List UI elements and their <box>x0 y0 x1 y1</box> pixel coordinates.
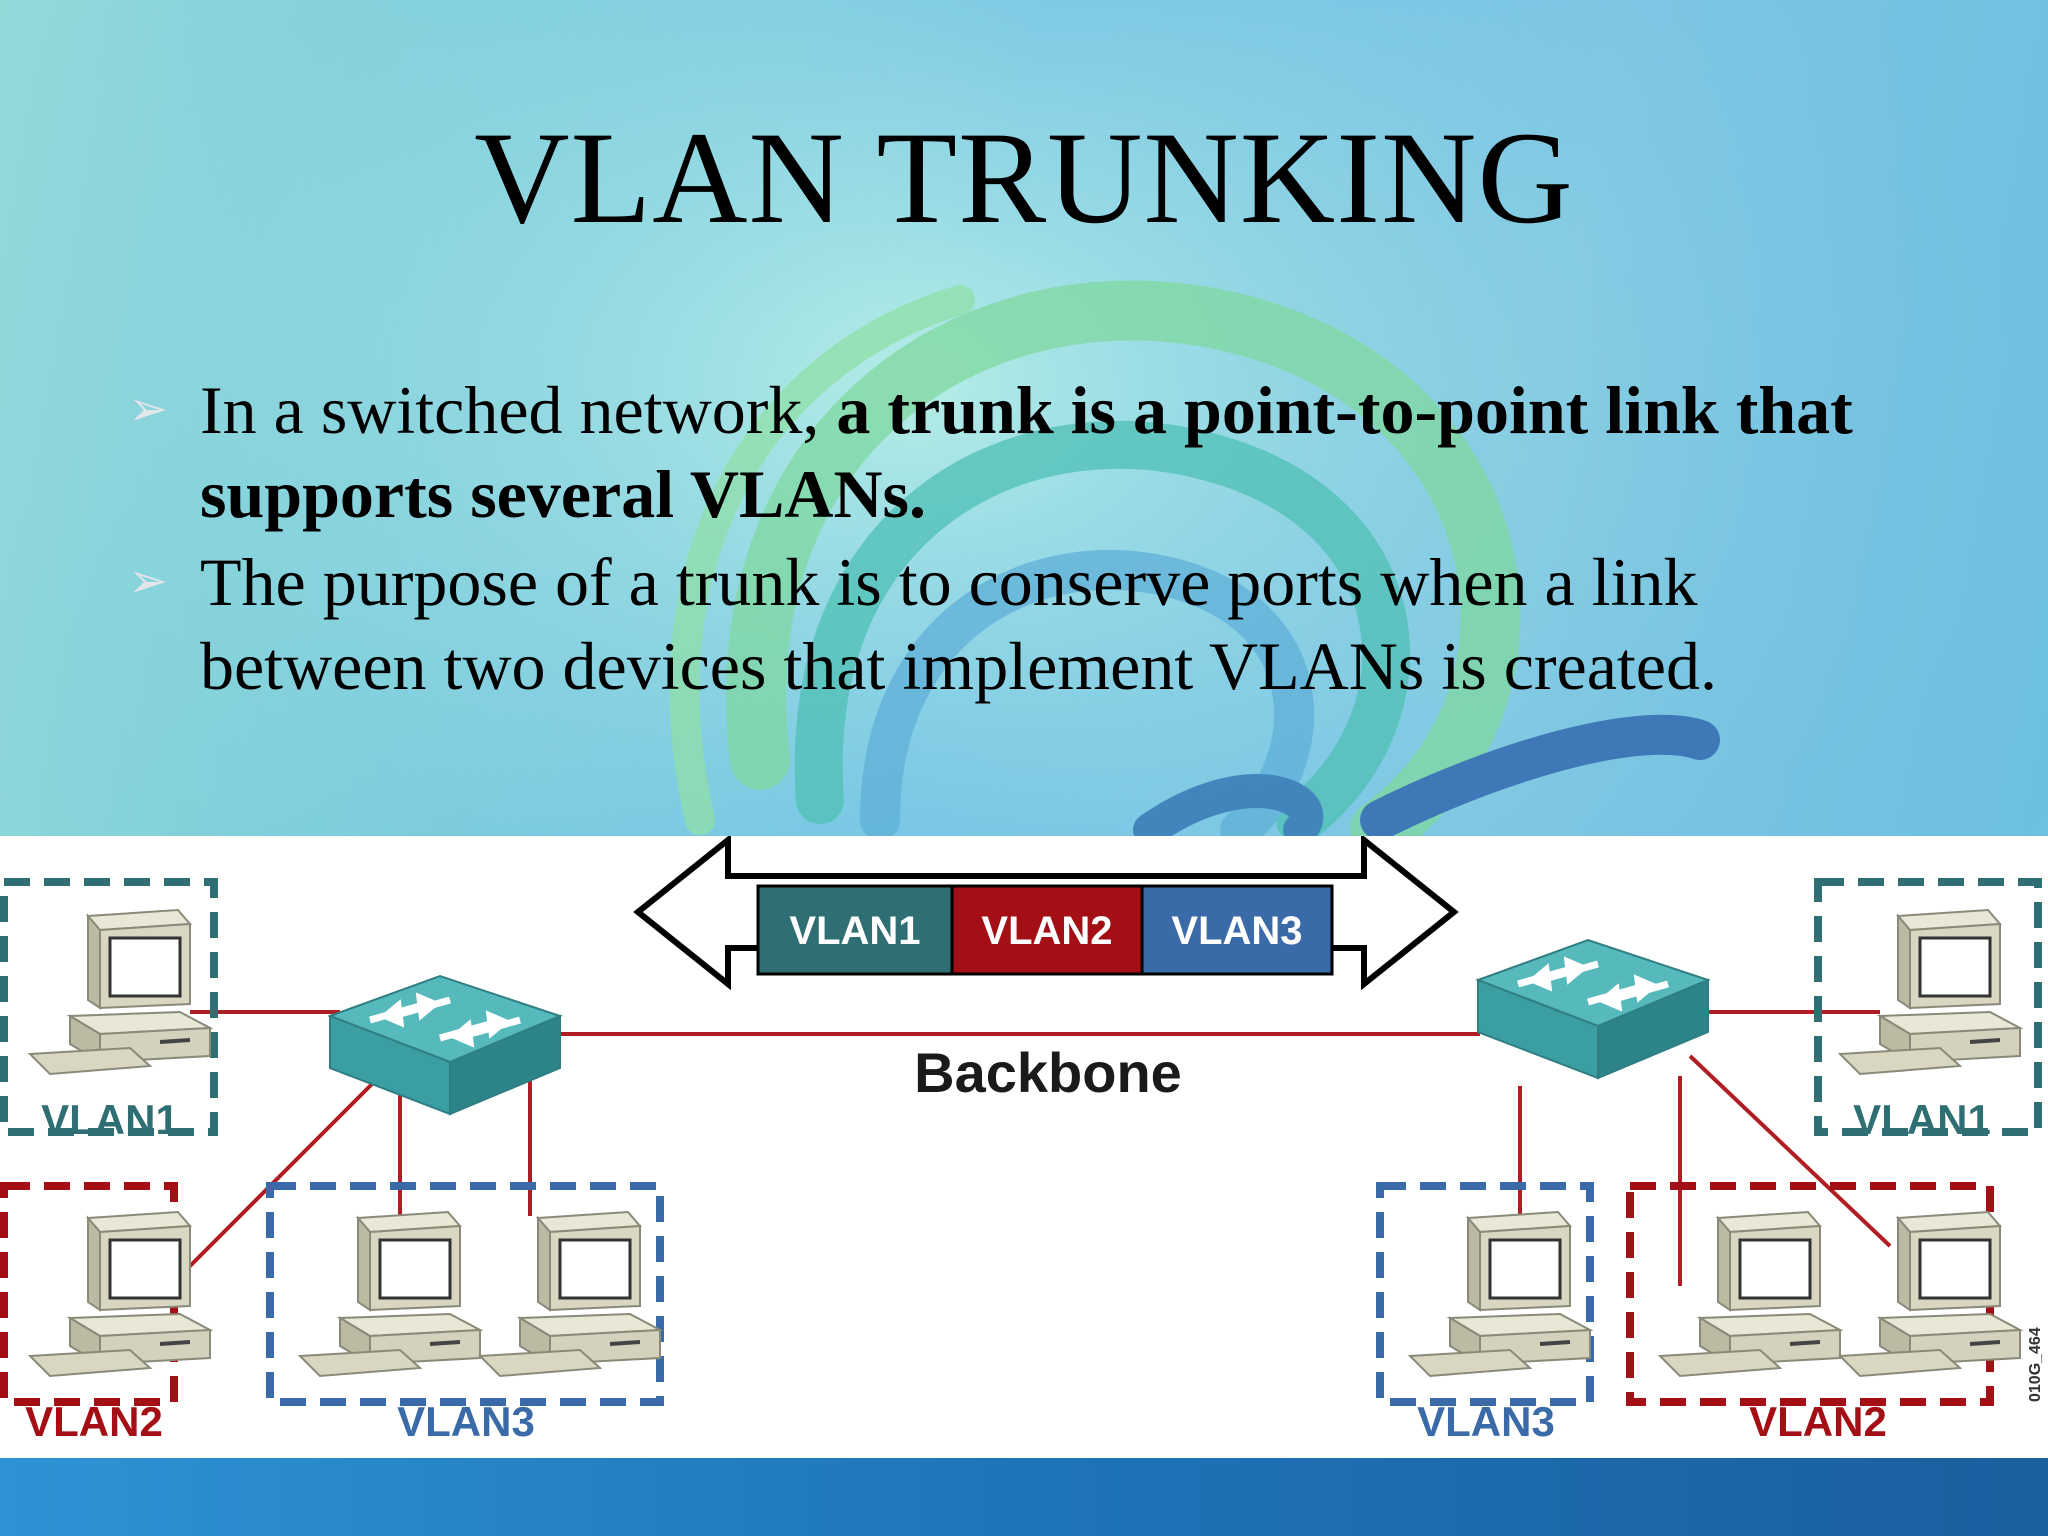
right-switch-icon <box>1478 940 1708 1078</box>
pc-icon <box>1838 908 2022 1076</box>
bullet-arrow-icon: ➢ <box>128 555 169 608</box>
right-vlan3-group <box>1376 1182 1594 1406</box>
bullet-plain-text: In a switched network, <box>200 372 837 448</box>
trunk-label-vlan3: VLAN3 <box>1171 909 1302 953</box>
right-vlan2-label: VLAN2 <box>1749 1398 1887 1445</box>
pc-icon <box>1408 1210 1592 1378</box>
right-vlan1-label: VLAN1 <box>1853 1096 1991 1143</box>
bullet-item: ➢ In a switched network, a trunk is a po… <box>128 368 1928 538</box>
left-vlan1-label: VLAN1 <box>41 1096 179 1143</box>
trunk-segment-vlan3 <box>1140 884 1334 976</box>
pc-icon <box>1658 1210 1842 1378</box>
left-vlan2-group <box>0 1182 178 1406</box>
slide-title: VLAN TRUNKING <box>474 104 1574 251</box>
bullet-text: The purpose of a trunk is to conserve po… <box>200 544 1717 704</box>
left-vlan3-label: VLAN3 <box>397 1398 535 1445</box>
right-vlan3-label: VLAN3 <box>1417 1398 1555 1445</box>
trunk-segment-vlan2 <box>950 884 1144 976</box>
pc-icon <box>28 908 212 1076</box>
diagram-canvas: VLAN1 VLAN2 VLAN3 Backbone <box>0 836 2044 1445</box>
right-vlan2-group <box>1626 1182 1994 1406</box>
right-vlan1-group <box>1814 878 2042 1136</box>
vlan-trunk-diagram: VLAN1 VLAN2 VLAN3 Backbone <box>0 836 2048 1458</box>
pc-icon <box>1838 1210 2022 1378</box>
left-vlan3-group <box>266 1182 664 1406</box>
left-vlan2-label: VLAN2 <box>25 1398 163 1445</box>
bullet-bold-text: a trunk is a point-to-point link that su… <box>200 372 1853 532</box>
bullet-arrow-icon: ➢ <box>128 383 169 436</box>
left-vlan1-group <box>0 878 218 1136</box>
footer-band <box>0 1458 2048 1536</box>
backbone-label: Backbone <box>914 1041 1182 1104</box>
figure-id: 010G_464 <box>2027 1327 2044 1402</box>
bullet-item: ➢ The purpose of a trunk is to conserve … <box>128 540 1928 710</box>
bullet-text: In a switched network, a trunk is a poin… <box>200 368 1940 536</box>
pc-icon <box>478 1210 662 1378</box>
pc-icon <box>298 1210 482 1378</box>
trunk-label-vlan1: VLAN1 <box>789 909 920 953</box>
trunk-label-vlan2: VLAN2 <box>981 909 1112 953</box>
pc-icon <box>28 1210 212 1378</box>
network-links <box>168 1010 1892 1288</box>
